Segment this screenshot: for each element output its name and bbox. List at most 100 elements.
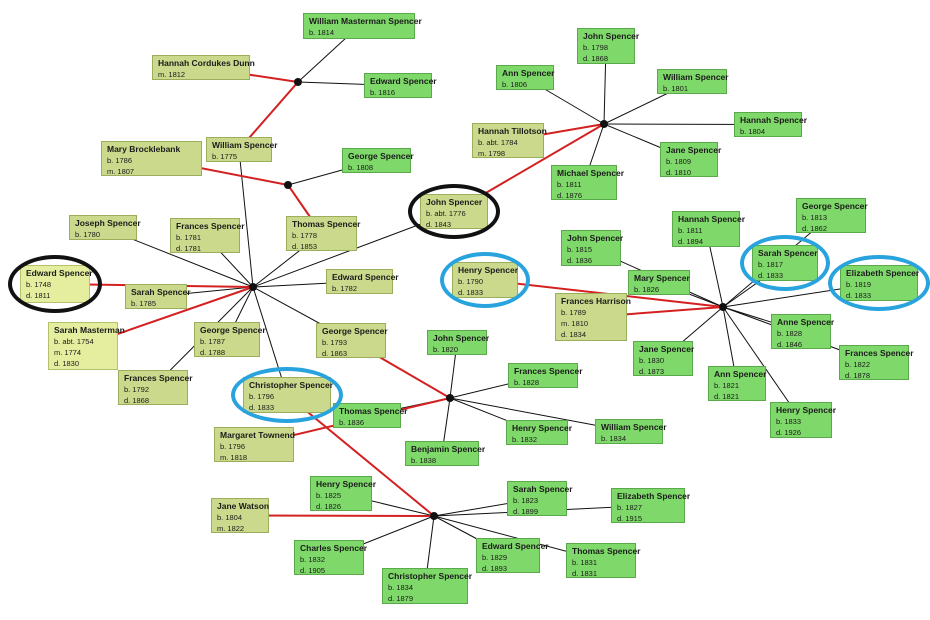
person-box-hannah-1804[interactable]: Hannah Spencer b. 1804 [734,112,808,137]
person-detail: b. 1836 [339,418,365,427]
person-detail: b. 1793 [322,338,348,347]
person-detail: m. 1818 [220,453,248,462]
person-detail: m. 1807 [107,167,135,176]
person-detail: m. 1798 [478,149,506,158]
person-detail: d. 1876 [557,191,583,200]
person-box-margaret-townend[interactable]: Margaret Townend b. 1796 m. 1818 [214,427,295,462]
person-name: Edward Spencer [332,272,399,282]
person-detail: d. 1834 [561,330,587,339]
highlight-ring-elizabeth-1819 [828,255,930,311]
person-name: Hannah Tillotson [478,126,547,136]
person-detail: b. 1814 [309,28,335,37]
person-detail: d. 1893 [482,564,508,573]
person-name: Ann Spencer [502,68,555,78]
person-detail: b. 1801 [663,84,689,93]
person-detail: m. 1822 [217,524,245,533]
person-name: Frances Spencer [514,366,583,376]
family-hub-fam-george-margaret[interactable] [446,394,454,402]
person-detail: b. 1816 [370,88,396,97]
person-detail: d. 1821 [714,392,740,401]
person-name: Jane Spencer [639,344,695,354]
person-detail: b. 1834 [601,434,627,443]
family-hub-fam-thomas-mary[interactable] [284,181,292,189]
family-hub-fam-henry-frances[interactable] [719,303,727,311]
person-detail: d. 1846 [777,340,803,349]
person-name: Hannah Cordukes Dunn [158,58,255,68]
family-hub-fam-john-hannah[interactable] [600,120,608,128]
child-link-william_1775 [238,149,254,288]
person-detail: b. 1804 [217,513,243,522]
person-name: Christopher Spencer [388,571,473,581]
person-detail: b. 1823 [513,496,539,505]
person-detail: d. 1868 [124,396,150,405]
person-detail: b. 1827 [617,503,643,512]
person-detail: b. 1796 [220,442,246,451]
person-detail: d. 1926 [776,428,802,437]
person-detail: d. 1810 [666,168,692,177]
person-detail: b. 1831 [572,558,598,567]
family-hub-fam-christopher-jane[interactable] [430,512,438,520]
person-detail: b. 1798 [583,43,609,52]
person-detail: d. 1868 [583,54,609,63]
person-name: Frances Harrison [561,296,631,306]
person-detail: b. 1785 [131,299,157,308]
person-name: George Spencer [200,325,266,335]
person-detail: d. 1862 [802,224,828,233]
person-name: Hannah Spencer [678,214,746,224]
family-hub-fam-william-hannah[interactable] [294,78,302,86]
person-detail: b. abt. 1754 [54,337,94,346]
person-name: Benjamin Spencer [411,444,486,454]
person-name: Margaret Townend [220,430,295,440]
person-detail: b. 1804 [740,127,766,136]
person-name: Hannah Spencer [740,115,808,125]
family-hub-fam-edward-sarah[interactable] [249,283,257,291]
